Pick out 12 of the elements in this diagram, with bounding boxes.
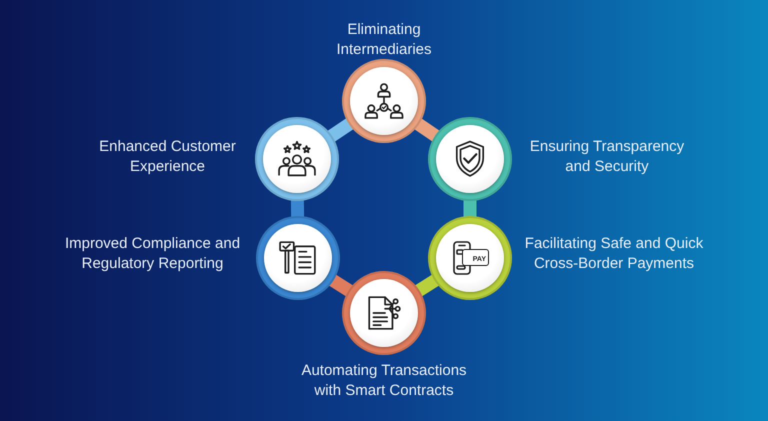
connector-band	[290, 200, 304, 218]
feature-label: Improved Compliance and Regulatory Reporting	[64, 234, 242, 274]
feature-label: Facilitating Safe and Quick Cross-Border Payments	[524, 234, 704, 274]
feature-label: Ensuring Transparency and Security	[528, 137, 686, 177]
connector-band	[415, 274, 439, 296]
connector-band	[327, 118, 354, 142]
feature-label: Eliminating Intermediaries	[335, 20, 433, 60]
feature-label: Enhanced Customer Experience	[98, 137, 237, 177]
connector-band	[464, 200, 476, 217]
connector-band	[414, 118, 440, 142]
connector-band	[329, 274, 353, 296]
feature-label: Automating Transactions with Smart Contracts	[300, 361, 468, 401]
